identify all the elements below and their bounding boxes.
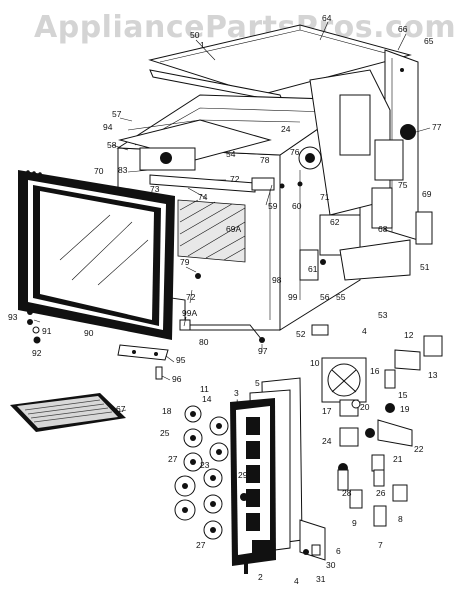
side-components-part	[279, 69, 433, 281]
callout: 29	[238, 470, 248, 480]
door-bracket-part	[117, 344, 169, 380]
callout: 50	[190, 30, 200, 40]
callout: 67	[116, 404, 126, 414]
callout: 96	[172, 374, 182, 384]
callout: 79	[180, 257, 190, 267]
callout: 95	[176, 355, 186, 365]
callout: 27	[196, 540, 206, 550]
callout: 62	[330, 217, 340, 227]
callout: 2	[258, 572, 263, 582]
callout: 54	[226, 149, 236, 159]
callout: 98	[272, 275, 282, 285]
callout: 66	[398, 24, 408, 34]
callout: 61	[308, 264, 318, 274]
callout: 17	[322, 406, 332, 416]
callout-labels: 64 66 65 50 1 77 57 94 24 58 54 78 76 75…	[8, 13, 442, 586]
callout: 20	[360, 402, 370, 412]
callout: 83	[118, 165, 128, 175]
callout: 5	[255, 378, 260, 388]
control-panel-part	[230, 377, 303, 566]
grease-filter-part	[10, 393, 126, 432]
callout: 1	[200, 40, 205, 50]
callout: 19	[400, 404, 410, 414]
callout: 99	[288, 292, 298, 302]
callout: 25	[160, 428, 170, 438]
callout: 15	[398, 390, 408, 400]
leader-lines	[33, 21, 431, 413]
callout: 4	[362, 326, 367, 336]
callout: 10	[310, 358, 320, 368]
callout: 22	[414, 444, 424, 454]
callout: 30	[326, 560, 336, 570]
callout: 31	[316, 574, 326, 584]
callout: 71	[320, 192, 330, 202]
door-part	[18, 170, 175, 340]
interlock-parts	[179, 273, 329, 343]
callout: 90	[84, 328, 94, 338]
door-latch-parts	[27, 309, 41, 344]
callout: 97	[258, 346, 268, 356]
switches-part	[244, 335, 443, 574]
callout: 78	[260, 155, 270, 165]
callout: 70	[94, 166, 104, 176]
callout: 7	[378, 540, 383, 550]
callout: 72	[230, 174, 240, 184]
callout: 69A	[226, 224, 241, 234]
callout: 99A	[182, 308, 197, 318]
control-knobs-part	[174, 405, 248, 540]
callout: 12	[404, 330, 414, 340]
callout: 13	[428, 370, 438, 380]
callout: 9	[352, 518, 357, 528]
callout: 27	[168, 454, 178, 464]
callout: 23	[200, 460, 210, 470]
callout: 53	[378, 310, 388, 320]
callout: 91	[42, 326, 52, 336]
callout: 60	[292, 201, 302, 211]
callout: 59	[268, 201, 278, 211]
callout: 94	[103, 122, 113, 132]
callout: ı	[236, 396, 238, 406]
callout: 58	[107, 140, 117, 150]
callout: 24	[322, 436, 332, 446]
callout: 92	[32, 348, 42, 358]
callout: 69	[422, 189, 432, 199]
callout: 76	[290, 147, 300, 157]
callout: 21	[393, 454, 403, 464]
callout: 74	[198, 192, 208, 202]
callout: 26	[376, 488, 386, 498]
callout: 64	[322, 13, 332, 23]
callout: 51	[420, 262, 430, 272]
top-plate-part	[118, 119, 275, 193]
callout: 28	[342, 488, 352, 498]
callout: 11	[200, 384, 209, 394]
callout: 14	[202, 394, 212, 404]
callout: 6	[336, 546, 341, 556]
callout: 73	[150, 184, 160, 194]
callout: 8	[398, 514, 403, 524]
callout: 18	[162, 406, 172, 416]
callout: 68	[378, 224, 388, 234]
callout: 93	[8, 312, 18, 322]
callout: 77	[432, 122, 442, 132]
callout: 75	[398, 180, 408, 190]
callout: 55	[336, 292, 346, 302]
callout: 65	[424, 36, 434, 46]
callout: 57	[112, 109, 122, 119]
callout: 3	[234, 388, 239, 398]
callout: 24	[281, 124, 291, 134]
callout: 56	[320, 292, 330, 302]
callout: 80	[199, 337, 209, 347]
callout: 4	[294, 576, 299, 586]
callout: 52	[296, 329, 306, 339]
callout: 16	[370, 366, 380, 376]
